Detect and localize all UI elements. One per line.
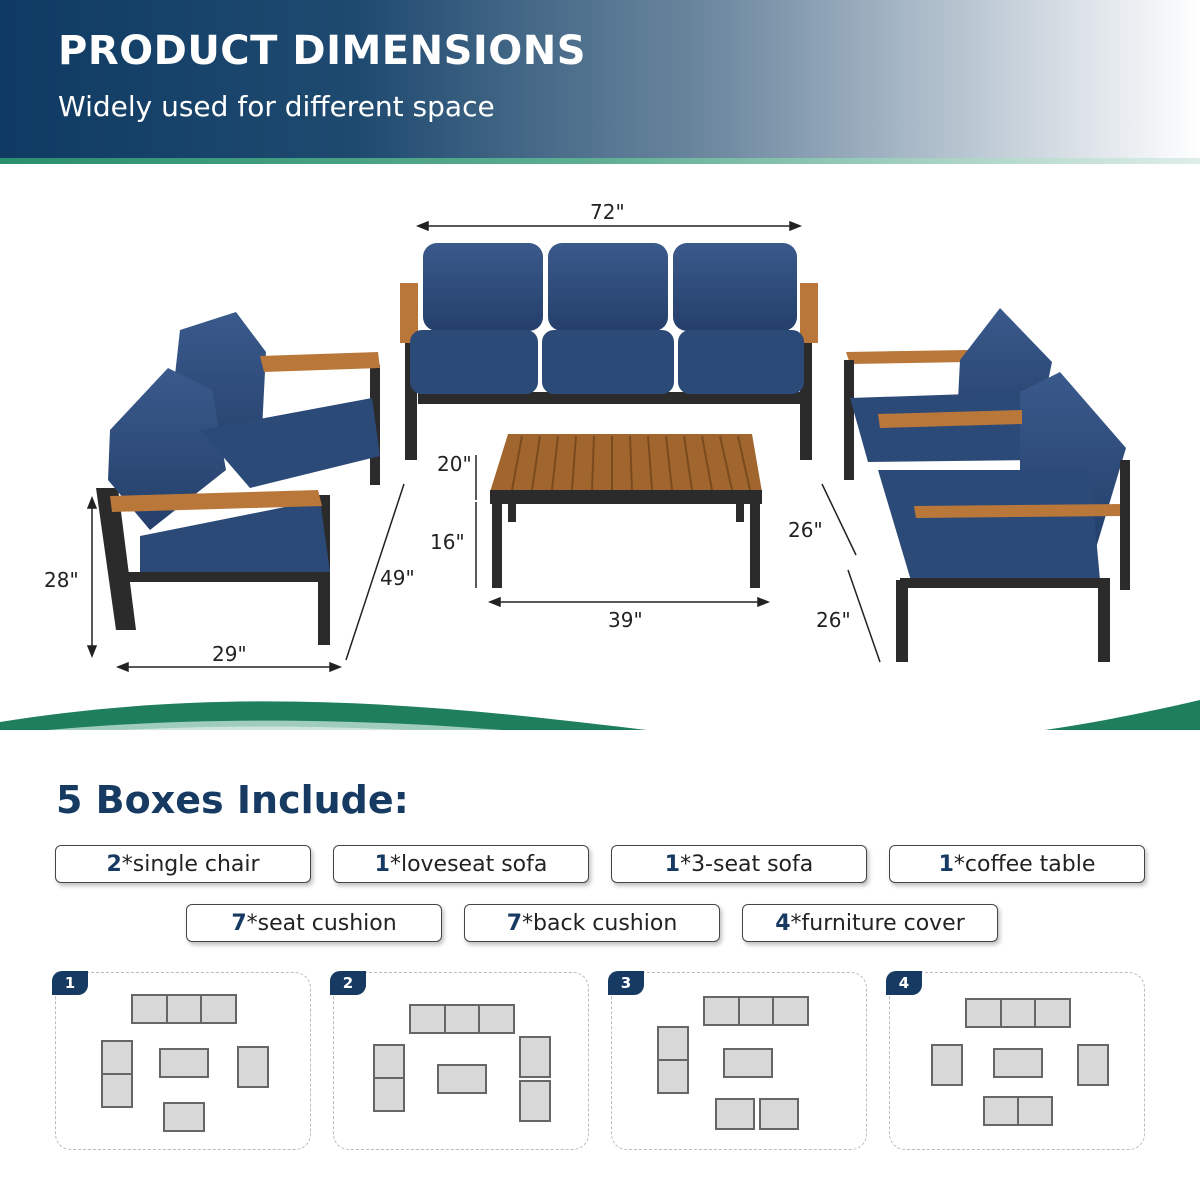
- boxes-title: 5 Boxes Include:: [56, 778, 409, 822]
- page-subtitle: Widely used for different space: [58, 90, 495, 123]
- coffee-table: [490, 434, 762, 588]
- layout-diagram: [373, 1004, 551, 1122]
- dim-loveseat-width: 49": [380, 566, 415, 590]
- dimension-lines: [86, 220, 881, 673]
- layout-badge: 4: [886, 971, 922, 995]
- box-item-three-seat-sofa: 1*3-seat sofa: [611, 845, 867, 883]
- dim-chair-width-2: 26": [816, 608, 851, 632]
- page-title: PRODUCT DIMENSIONS: [58, 28, 587, 74]
- green-wave: [0, 700, 1200, 730]
- layout-diagram: [101, 994, 269, 1132]
- layout-diagram: [657, 996, 809, 1130]
- layout-badge: 2: [330, 971, 366, 995]
- layout-badge: 3: [608, 971, 644, 995]
- dim-table-top-height: 20": [437, 452, 472, 476]
- layout-option-3: 3: [608, 971, 867, 1150]
- header-banner: [0, 0, 1200, 162]
- dim-loveseat-height: 28": [44, 568, 79, 592]
- layout-option-2: 2: [330, 971, 589, 1150]
- box-item-back-cushion: 7*back cushion: [464, 904, 720, 942]
- dim-table-width: 39": [608, 608, 643, 632]
- box-item-coffee-table: 1*coffee table: [889, 845, 1145, 883]
- layout-option-4: 4: [886, 971, 1145, 1150]
- loveseat: [96, 312, 380, 645]
- furniture-illustration: [0, 220, 1200, 730]
- box-item-single-chair: 2*single chair: [55, 845, 311, 883]
- header-accent-line: [0, 158, 1200, 164]
- layout-badge: 1: [52, 971, 88, 995]
- dim-chair-width-1: 26": [788, 518, 823, 542]
- single-chair-front: [878, 372, 1130, 662]
- dim-table-height: 16": [430, 530, 465, 554]
- box-item-loveseat: 1*loveseat sofa: [333, 845, 589, 883]
- layout-option-1: 1: [52, 971, 311, 1150]
- box-item-seat-cushion: 7*seat cushion: [186, 904, 442, 942]
- box-item-furniture-cover: 4*furniture cover: [742, 904, 998, 942]
- layout-diagram: [931, 998, 1109, 1126]
- dim-sofa-width: 72": [590, 200, 625, 224]
- dim-loveseat-depth: 29": [212, 642, 247, 666]
- three-seat-sofa: [400, 243, 818, 460]
